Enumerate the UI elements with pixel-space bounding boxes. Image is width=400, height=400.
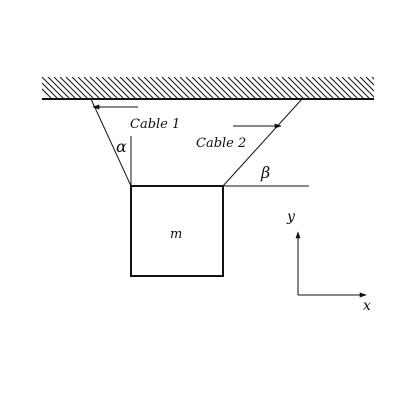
hatch-line	[251, 77, 275, 99]
alpha-angle-label: α	[116, 137, 127, 156]
hatch-line	[323, 77, 347, 99]
hatch-line	[257, 77, 281, 99]
beta-angle-label: β	[260, 163, 270, 182]
hatch-line	[71, 77, 95, 99]
hatch-line	[53, 77, 77, 99]
hatch-line	[245, 77, 269, 99]
hatch-line	[77, 77, 101, 99]
hatch-line	[359, 77, 374, 92]
hatch-line	[221, 77, 245, 99]
hatch-line	[161, 77, 185, 99]
hatch-line	[269, 77, 293, 99]
ceiling	[42, 77, 400, 100]
cable-2	[222, 98, 303, 187]
hatch-line	[197, 77, 221, 99]
hatch-line	[341, 77, 365, 99]
hatch-line	[185, 77, 209, 99]
hatch-line	[329, 77, 353, 99]
ceiling-hatching	[42, 77, 400, 99]
hatch-line	[299, 77, 323, 99]
hatch-line	[119, 77, 143, 99]
mass-block	[130, 185, 224, 277]
hatch-line	[281, 77, 305, 99]
hatch-line	[239, 77, 263, 99]
hatch-line	[215, 77, 239, 99]
hatch-line	[42, 88, 53, 99]
hatch-line	[107, 77, 131, 99]
hatch-line	[317, 77, 341, 99]
hatch-line	[149, 77, 173, 99]
hatch-line	[335, 77, 359, 99]
hatch-line	[95, 77, 119, 99]
hatch-line	[131, 77, 155, 99]
hatch-line	[191, 77, 215, 99]
hatch-line	[371, 77, 374, 80]
cable-1	[90, 98, 132, 187]
hatch-line	[137, 77, 161, 99]
hatch-line	[365, 77, 374, 86]
hatch-line	[101, 77, 125, 99]
hatch-line	[42, 82, 59, 99]
hatch-line	[209, 77, 233, 99]
hatch-line	[353, 77, 374, 98]
hatch-line	[275, 77, 299, 99]
hatch-line	[47, 77, 71, 99]
hatch-line	[378, 77, 400, 99]
hatch-line	[311, 77, 335, 99]
hatch-line	[155, 77, 179, 99]
hatch-line	[203, 77, 227, 99]
x-axis-label: x	[363, 298, 371, 314]
hatch-line	[287, 77, 311, 99]
coordinate-axes	[295, 231, 367, 298]
hatch-line	[143, 77, 167, 99]
hatch-line	[293, 77, 317, 99]
hatch-line	[89, 77, 113, 99]
cable-2-label: Cable 2	[196, 136, 246, 151]
hatch-line	[347, 77, 371, 99]
hatch-line	[113, 77, 137, 99]
hatch-line	[233, 77, 257, 99]
hatch-line	[227, 77, 251, 99]
hatch-line	[263, 77, 287, 99]
hatch-line	[179, 77, 203, 99]
hatch-line	[65, 77, 89, 99]
y-axis-label: y	[286, 209, 296, 225]
mass-label: m	[170, 227, 182, 242]
cable-1-label: Cable 1	[130, 117, 180, 132]
hatch-line	[42, 77, 65, 99]
hatch-line	[59, 77, 83, 99]
hatch-line	[173, 77, 197, 99]
hatch-line	[167, 77, 191, 99]
hatch-line	[83, 77, 107, 99]
hatch-line	[305, 77, 329, 99]
hatch-line	[125, 77, 149, 99]
